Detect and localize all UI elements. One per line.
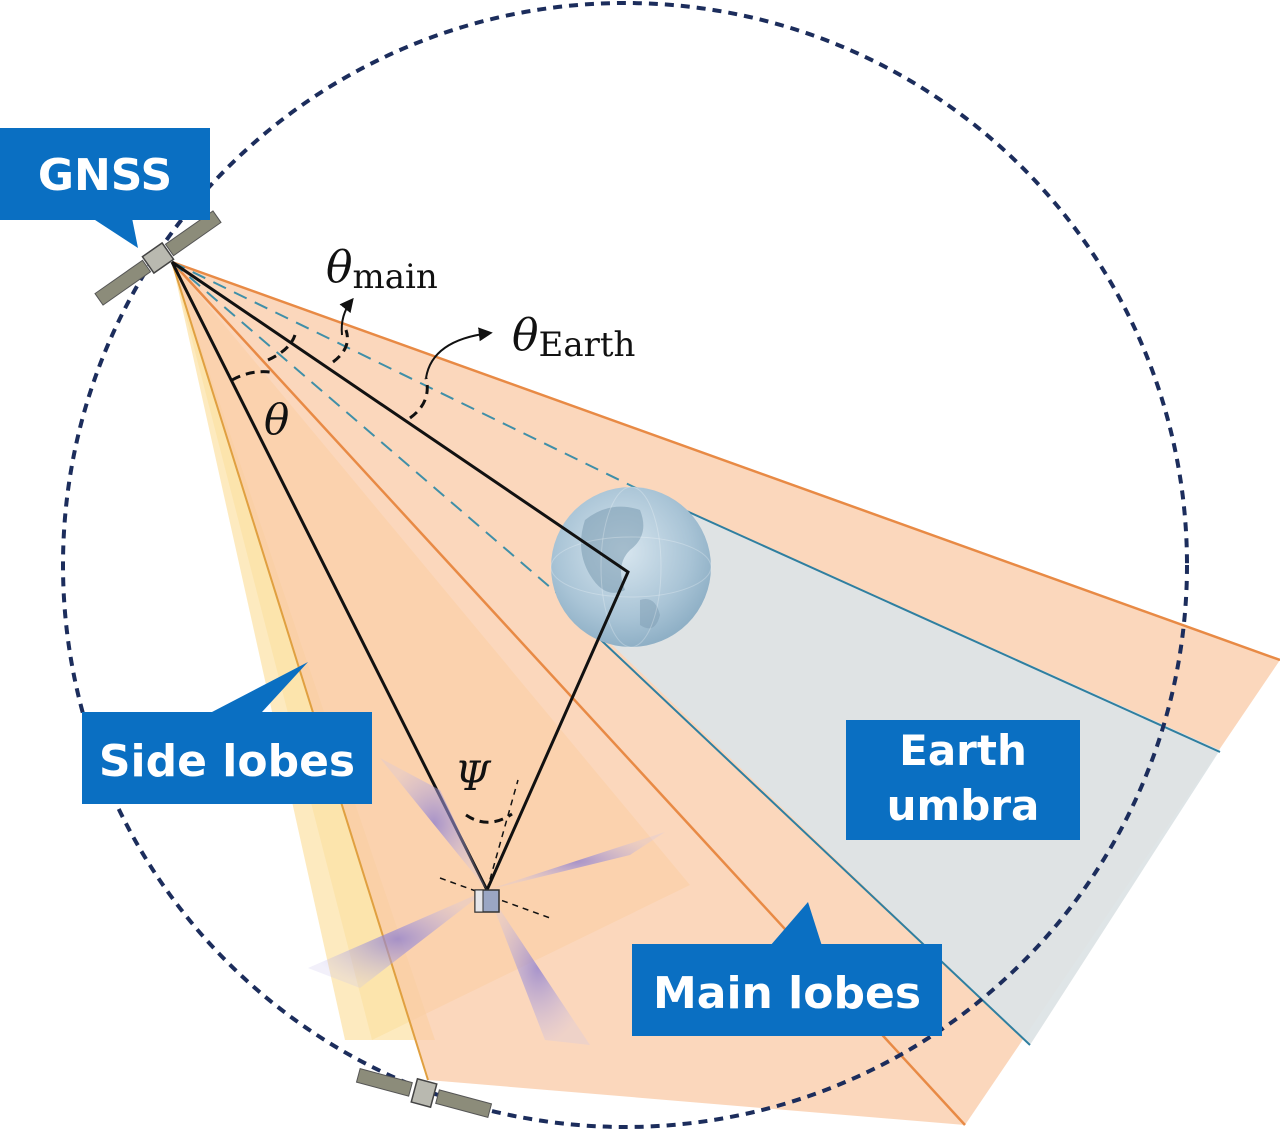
umbra-edge-lower bbox=[584, 624, 1031, 1046]
geometry-triangle bbox=[170, 260, 630, 894]
theta-earth-arc bbox=[409, 377, 429, 420]
spacecraft-icon bbox=[474, 889, 500, 913]
umbra-edge-upper bbox=[639, 489, 1221, 753]
earth-umbra-label-line1: Earth bbox=[899, 726, 1027, 775]
main-lobes-label: Main lobes bbox=[653, 968, 921, 1019]
psi-arc bbox=[465, 812, 513, 824]
earth-umbra-label-line2: umbra bbox=[887, 781, 1040, 830]
orbit-circle bbox=[61, 1, 1189, 1129]
theta-earth-arrow bbox=[425, 327, 493, 379]
theta-main-label: θmain bbox=[326, 242, 438, 297]
side-lobes-label: Side lobes bbox=[99, 736, 355, 787]
gnss-callout: GNSS bbox=[0, 128, 210, 248]
satellite-icon-lower bbox=[355, 1068, 493, 1118]
theta-main-arc bbox=[267, 334, 297, 362]
receiver-boresight-line bbox=[486, 779, 519, 891]
theta-arc bbox=[231, 370, 271, 382]
psi-label: Ψ bbox=[455, 754, 492, 800]
tangent-line-lower bbox=[171, 261, 566, 601]
main-lobe-edge-upper bbox=[171, 260, 1280, 662]
gnss-label: GNSS bbox=[38, 150, 172, 201]
theta-label: θ bbox=[264, 395, 289, 444]
receiver-antenna-pattern bbox=[308, 758, 665, 1045]
side-lobes-callout: Side lobes bbox=[82, 662, 372, 804]
tangent-line-upper bbox=[171, 261, 641, 491]
theta-main-arrow bbox=[339, 297, 354, 336]
satellite-icon bbox=[94, 210, 222, 306]
earth-umbra-callout: Earth umbra bbox=[846, 720, 1080, 840]
earth-globe-icon bbox=[550, 486, 712, 648]
theta-main-arc-2 bbox=[332, 329, 349, 364]
main-lobes-callout: Main lobes bbox=[632, 902, 942, 1036]
theta-earth-label: θEarth bbox=[512, 310, 635, 365]
